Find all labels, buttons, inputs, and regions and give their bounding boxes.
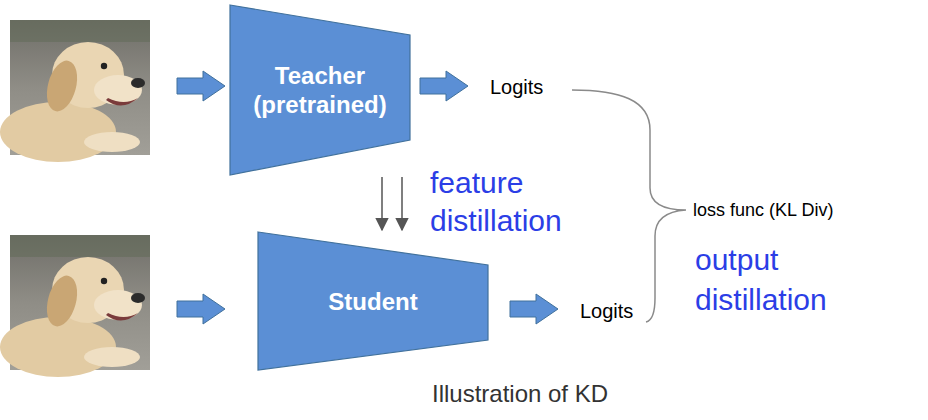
block-arrow: [510, 294, 558, 324]
student-trapezoid: [258, 232, 488, 370]
distillation-arrow: [381, 177, 383, 230]
caption: Illustration of KD: [432, 380, 608, 408]
dog-photo: [0, 20, 150, 162]
node-text-group: Student: [328, 287, 417, 316]
block-arrow: [177, 294, 225, 324]
node-label: Teacher (pretrained): [245, 61, 395, 119]
feature-distillation-label: feature distillation: [430, 164, 605, 240]
teacher-trapezoid: [230, 5, 410, 175]
loss-label: loss func (KL Div): [693, 199, 833, 221]
student-trapezoid: Student: [258, 232, 488, 370]
node-label: Student: [328, 287, 417, 316]
curly-brace: [572, 90, 686, 322]
teacher-trapezoid: Teacher (pretrained): [230, 5, 410, 175]
block-arrow: [420, 71, 468, 101]
output-distillation-label: output distillation: [695, 240, 895, 320]
teacher-trapezoid: [230, 5, 410, 175]
block-arrow: [177, 71, 225, 101]
distillation-arrow: [401, 177, 403, 230]
logits-label: Logits: [490, 75, 543, 99]
dog-photo: [0, 235, 150, 377]
logits-label: Logits: [580, 299, 633, 323]
node-text-group: Teacher (pretrained): [245, 61, 395, 119]
